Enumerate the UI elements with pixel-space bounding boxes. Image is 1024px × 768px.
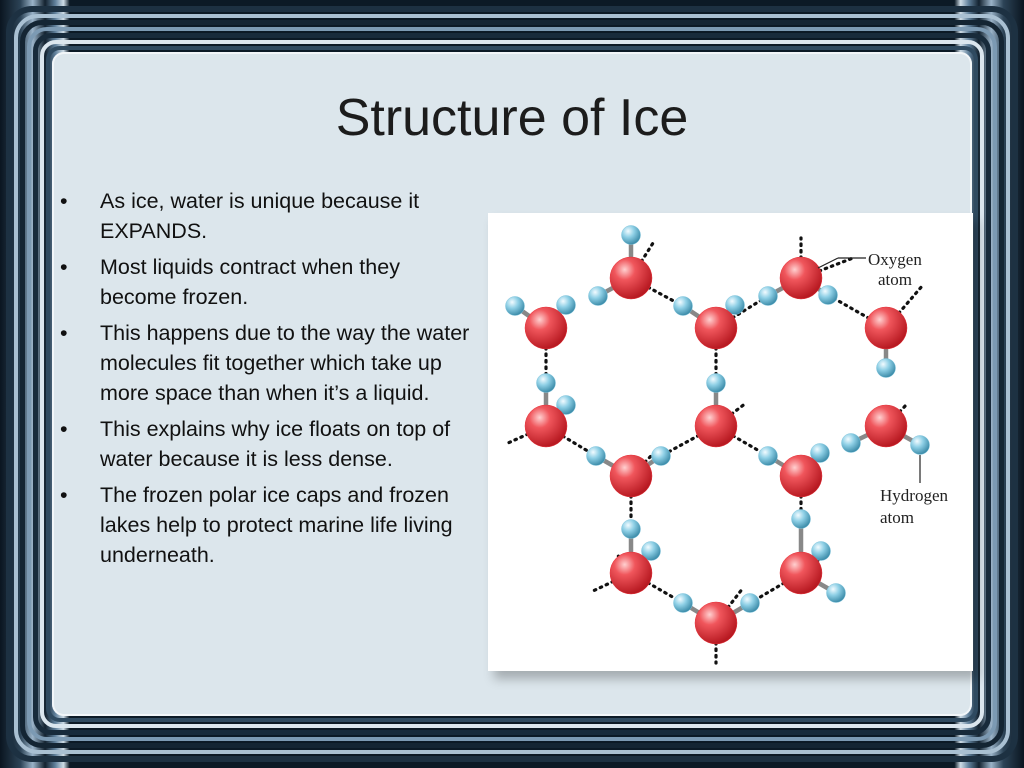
hydrogen-atom xyxy=(556,295,576,315)
hydrogen-atom xyxy=(556,395,576,415)
hydrogen-bond xyxy=(659,424,718,458)
oxygen-atom xyxy=(779,551,823,595)
slide-title-text: Structure of Ice xyxy=(335,89,689,147)
hydrogen-atom xyxy=(818,285,838,305)
hydrogen-atom xyxy=(536,373,556,393)
hydrogen-atom xyxy=(841,433,861,453)
bullet-item: • This happens due to the way the water m… xyxy=(60,318,480,408)
hydrogen-bond xyxy=(714,294,770,330)
hydrogen-atom xyxy=(505,296,525,316)
hydrogen-atom xyxy=(910,435,930,455)
frame-ring xyxy=(6,6,1018,762)
frame-ring xyxy=(46,46,978,722)
bullet-dot: • xyxy=(60,417,68,441)
bullet-text: Most liquids contract when they become f… xyxy=(100,255,400,309)
bullet-item: • This explains why ice floats on top of … xyxy=(60,414,480,474)
oxygen-atom xyxy=(694,306,738,350)
hydrogen-atom-layer xyxy=(505,225,930,613)
oxygen-atom xyxy=(694,404,738,448)
hydrogen-bond xyxy=(826,293,888,330)
oxygen-atom xyxy=(779,454,823,498)
oxygen-atom xyxy=(609,256,653,300)
hydrogen-label-line2: atom xyxy=(880,508,914,527)
oxygen-label-line1: Oxygen xyxy=(868,250,922,269)
hydrogen-atom xyxy=(725,295,745,315)
frame-ring xyxy=(27,27,997,741)
hydrogen-label-line1: Hydrogen xyxy=(880,486,948,505)
hydrogen-atom xyxy=(651,446,671,466)
oxygen-atom xyxy=(864,404,908,448)
oxygen-atom xyxy=(609,551,653,595)
oxygen-atom xyxy=(524,404,568,448)
hydrogen-atom xyxy=(586,446,606,466)
frame-ring xyxy=(20,20,1004,748)
oxygen-atom xyxy=(694,601,738,645)
bullet-item: • Most liquids contract when they become … xyxy=(60,252,480,312)
frame-ring xyxy=(14,14,1010,754)
bullet-text: This explains why ice floats on top of w… xyxy=(100,417,451,471)
bullet-dot: • xyxy=(60,321,68,345)
hydrogen-atom xyxy=(588,286,608,306)
oxygen-atom xyxy=(609,454,653,498)
oxygen-atom xyxy=(864,306,908,350)
hydrogen-atom xyxy=(791,509,811,529)
oxygen-atom xyxy=(524,306,568,350)
hydrogen-atom xyxy=(876,358,896,378)
hydrogen-atom xyxy=(740,593,760,613)
bullet-text: The frozen polar ice caps and frozen lak… xyxy=(100,483,453,567)
frame-ring xyxy=(33,33,991,735)
oxygen-label-leader xyxy=(817,257,839,269)
oxygen-atom-layer xyxy=(524,256,908,645)
hydrogen-atom xyxy=(621,225,641,245)
frame-ring xyxy=(40,40,984,728)
bullet-list: • As ice, water is unique because it EXPA… xyxy=(60,186,480,576)
oxygen-label-line2: atom xyxy=(878,270,912,289)
slide-title: Structure of Ice xyxy=(0,88,1024,148)
hydrogen-atom xyxy=(826,583,846,603)
bullet-dot: • xyxy=(60,255,68,279)
bullet-dot: • xyxy=(60,483,68,507)
bullet-dot: • xyxy=(60,189,68,213)
hydrogen-atom xyxy=(621,519,641,539)
hydrogen-atom xyxy=(758,446,778,466)
hydrogen-atom xyxy=(810,443,830,463)
hydrogen-atom xyxy=(641,541,661,561)
bullet-item: • The frozen polar ice caps and frozen la… xyxy=(60,480,480,570)
bullet-item: • As ice, water is unique because it EXPA… xyxy=(60,186,480,246)
ice-lattice-diagram: Oxygen atom Hydrogen atom xyxy=(505,225,948,665)
oxygen-atom xyxy=(779,256,823,300)
hydrogen-atom xyxy=(673,296,693,316)
hydrogen-atom xyxy=(673,593,693,613)
ice-structure-figure: Oxygen atom Hydrogen atom xyxy=(488,213,973,671)
bullet-text: This happens due to the way the water mo… xyxy=(100,321,470,405)
hydrogen-atom xyxy=(758,286,778,306)
bullet-text: As ice, water is unique because it EXPAN… xyxy=(100,189,420,243)
hydrogen-atom xyxy=(811,541,831,561)
hydrogen-atom xyxy=(706,373,726,393)
